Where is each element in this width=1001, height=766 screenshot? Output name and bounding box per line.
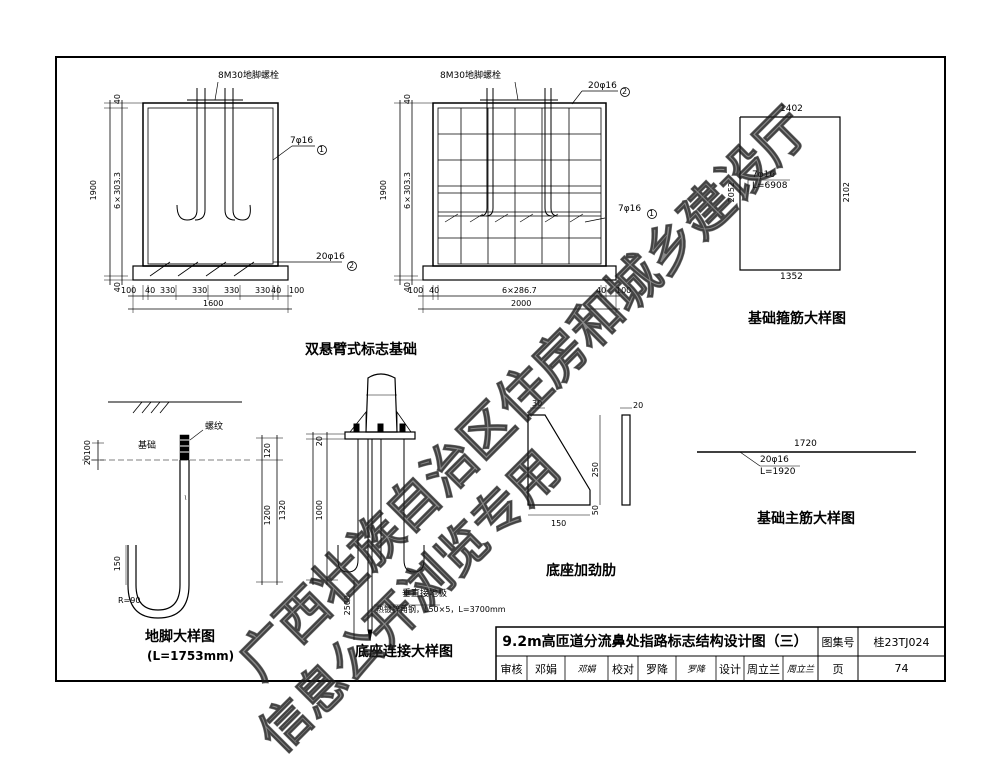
dim-row-3: 330	[192, 286, 208, 295]
drawing-title: 9.2m高匝道分流鼻处指路标志结构设计图（三）	[502, 634, 808, 650]
anchor-dim-1200: 1200	[263, 505, 272, 526]
callout-anchor-bolts-mid: 8M30地脚螺栓	[440, 71, 501, 81]
dim-row-6: 40	[271, 286, 282, 295]
main-rebar-length-dim: 1720	[794, 439, 817, 449]
anchor-radius: R=90	[118, 596, 141, 605]
callout-anchor-bolts-left: 8M30地脚螺栓	[218, 71, 279, 81]
base-connection-drawing	[306, 373, 440, 641]
checker-signature: 罗降	[686, 665, 705, 675]
base-dim-20: 20	[315, 436, 324, 447]
base-dim-1000: 1000	[315, 500, 324, 521]
dim-mid-bl-1: 40	[429, 286, 440, 295]
stiffener-dim-20: 20	[633, 401, 644, 410]
dim-height-mid: 1900	[379, 180, 388, 201]
stirrup-rebar: 7φ16	[752, 170, 776, 180]
dim-total-mid: 2000	[511, 299, 532, 308]
dim-row-5: 330	[255, 286, 271, 295]
caption-base-connection: 底座连接大样图	[355, 644, 453, 660]
marker2-left: 2	[349, 261, 355, 270]
atlas-label: 图集号	[821, 635, 855, 649]
main-rebar-length: L=1920	[760, 467, 796, 477]
design-label: 设计	[719, 662, 741, 676]
dim-height-left: 1900	[89, 180, 98, 201]
stiffener-drawing	[527, 407, 632, 516]
reviewer-signature: 邓娟	[577, 665, 596, 675]
main-rebar-spec: 20φ16	[760, 455, 789, 465]
dim-row-0: 100	[121, 286, 137, 295]
caption-anchor: 地脚大样图	[145, 629, 215, 645]
stirrup-top-dim: 1402	[780, 104, 803, 114]
check-label: 校对	[612, 662, 634, 676]
stirrup-bottom-dim: 1352	[780, 272, 803, 282]
dim-mid-bl-0: 100	[408, 286, 424, 295]
stirrup-detail-drawing	[739, 116, 841, 271]
dim-row-7: 100	[289, 286, 305, 295]
label-foundation: 基础	[138, 441, 157, 451]
dim-mid-br-0: 40	[596, 286, 607, 295]
anchor-dim-100: 100	[83, 440, 92, 456]
ground-rod-title: 垂直接地极	[402, 589, 448, 599]
anchor-dim-20: 20	[83, 455, 92, 466]
dim-row-2: 330	[160, 286, 176, 295]
atlas-number: 桂23TJ024	[873, 635, 930, 649]
ground-rod-spec: 热镀锌角钢，L50×5，L=3700mm	[376, 605, 506, 614]
marker1-left: 1	[319, 145, 325, 154]
dim-mid-middle: 6×286.7	[502, 286, 537, 295]
label-thread: 螺纹	[205, 422, 224, 432]
dim-row-1: 40	[145, 286, 156, 295]
dim-row-4: 330	[224, 286, 240, 295]
anchor-dim-150: 150	[113, 556, 122, 572]
callout-rebar2-mid: 20φ16	[588, 81, 617, 91]
anchor-length: (L=1753mm)	[147, 649, 235, 663]
callout-rebar1-mid: 7φ16	[618, 204, 642, 214]
page-label: 页	[832, 662, 844, 676]
callout-rebar1-left: 7φ16	[290, 136, 314, 146]
dim-top-mid: 40	[403, 94, 412, 105]
main-rebar-drawing	[697, 451, 916, 467]
review-label: 审核	[500, 662, 523, 676]
dim-top-left: 40	[113, 94, 122, 105]
stiffener-dim-150: 150	[551, 519, 567, 528]
dim-spacing-left: 6×303.3	[113, 172, 122, 209]
designer-signature: 周立兰	[786, 665, 814, 675]
page-number: 74	[894, 662, 909, 675]
stiffener-dim-50: 50	[591, 505, 600, 516]
drawing-sheet	[55, 56, 946, 682]
title-block: 9.2m高匝道分流鼻处指路标志结构设计图（三） 图集号 桂23TJ024 审核 …	[496, 627, 945, 681]
caption-stirrup: 基础箍筋大样图	[748, 311, 846, 327]
anchor-dim-120: 120	[263, 443, 272, 459]
dim-spacing-mid: 6×303.3	[403, 172, 412, 209]
callout-rebar2-left: 20φ16	[316, 252, 345, 262]
marker2-mid: 2	[622, 87, 628, 96]
stiffener-dim-250: 250	[591, 462, 600, 478]
reviewer-name: 邓娟	[535, 662, 557, 676]
foundation-elevation-left	[104, 81, 357, 313]
anchor-bolt-detail-drawing	[82, 401, 283, 619]
dim-mid-br-1: 100	[616, 286, 632, 295]
dim-total-left: 1600	[203, 299, 224, 308]
designer-name: 周立兰	[747, 662, 780, 676]
checker-name: 罗降	[646, 662, 668, 676]
stiffener-dim-30: 30	[532, 399, 543, 408]
stirrup-length: L=6908	[752, 181, 788, 191]
caption-stiffener: 底座加劲肋	[546, 563, 616, 579]
caption-double-cantilever: 双悬臂式标志基础	[305, 342, 417, 358]
foundation-elevation-mid	[394, 81, 657, 313]
stirrup-right-dim: 2102	[842, 182, 851, 203]
anchor-dim-1320: 1320	[278, 500, 287, 521]
title-block-grid	[495, 626, 946, 682]
marker1-mid: 1	[649, 209, 655, 218]
caption-main-rebar: 基础主筋大样图	[757, 511, 855, 527]
